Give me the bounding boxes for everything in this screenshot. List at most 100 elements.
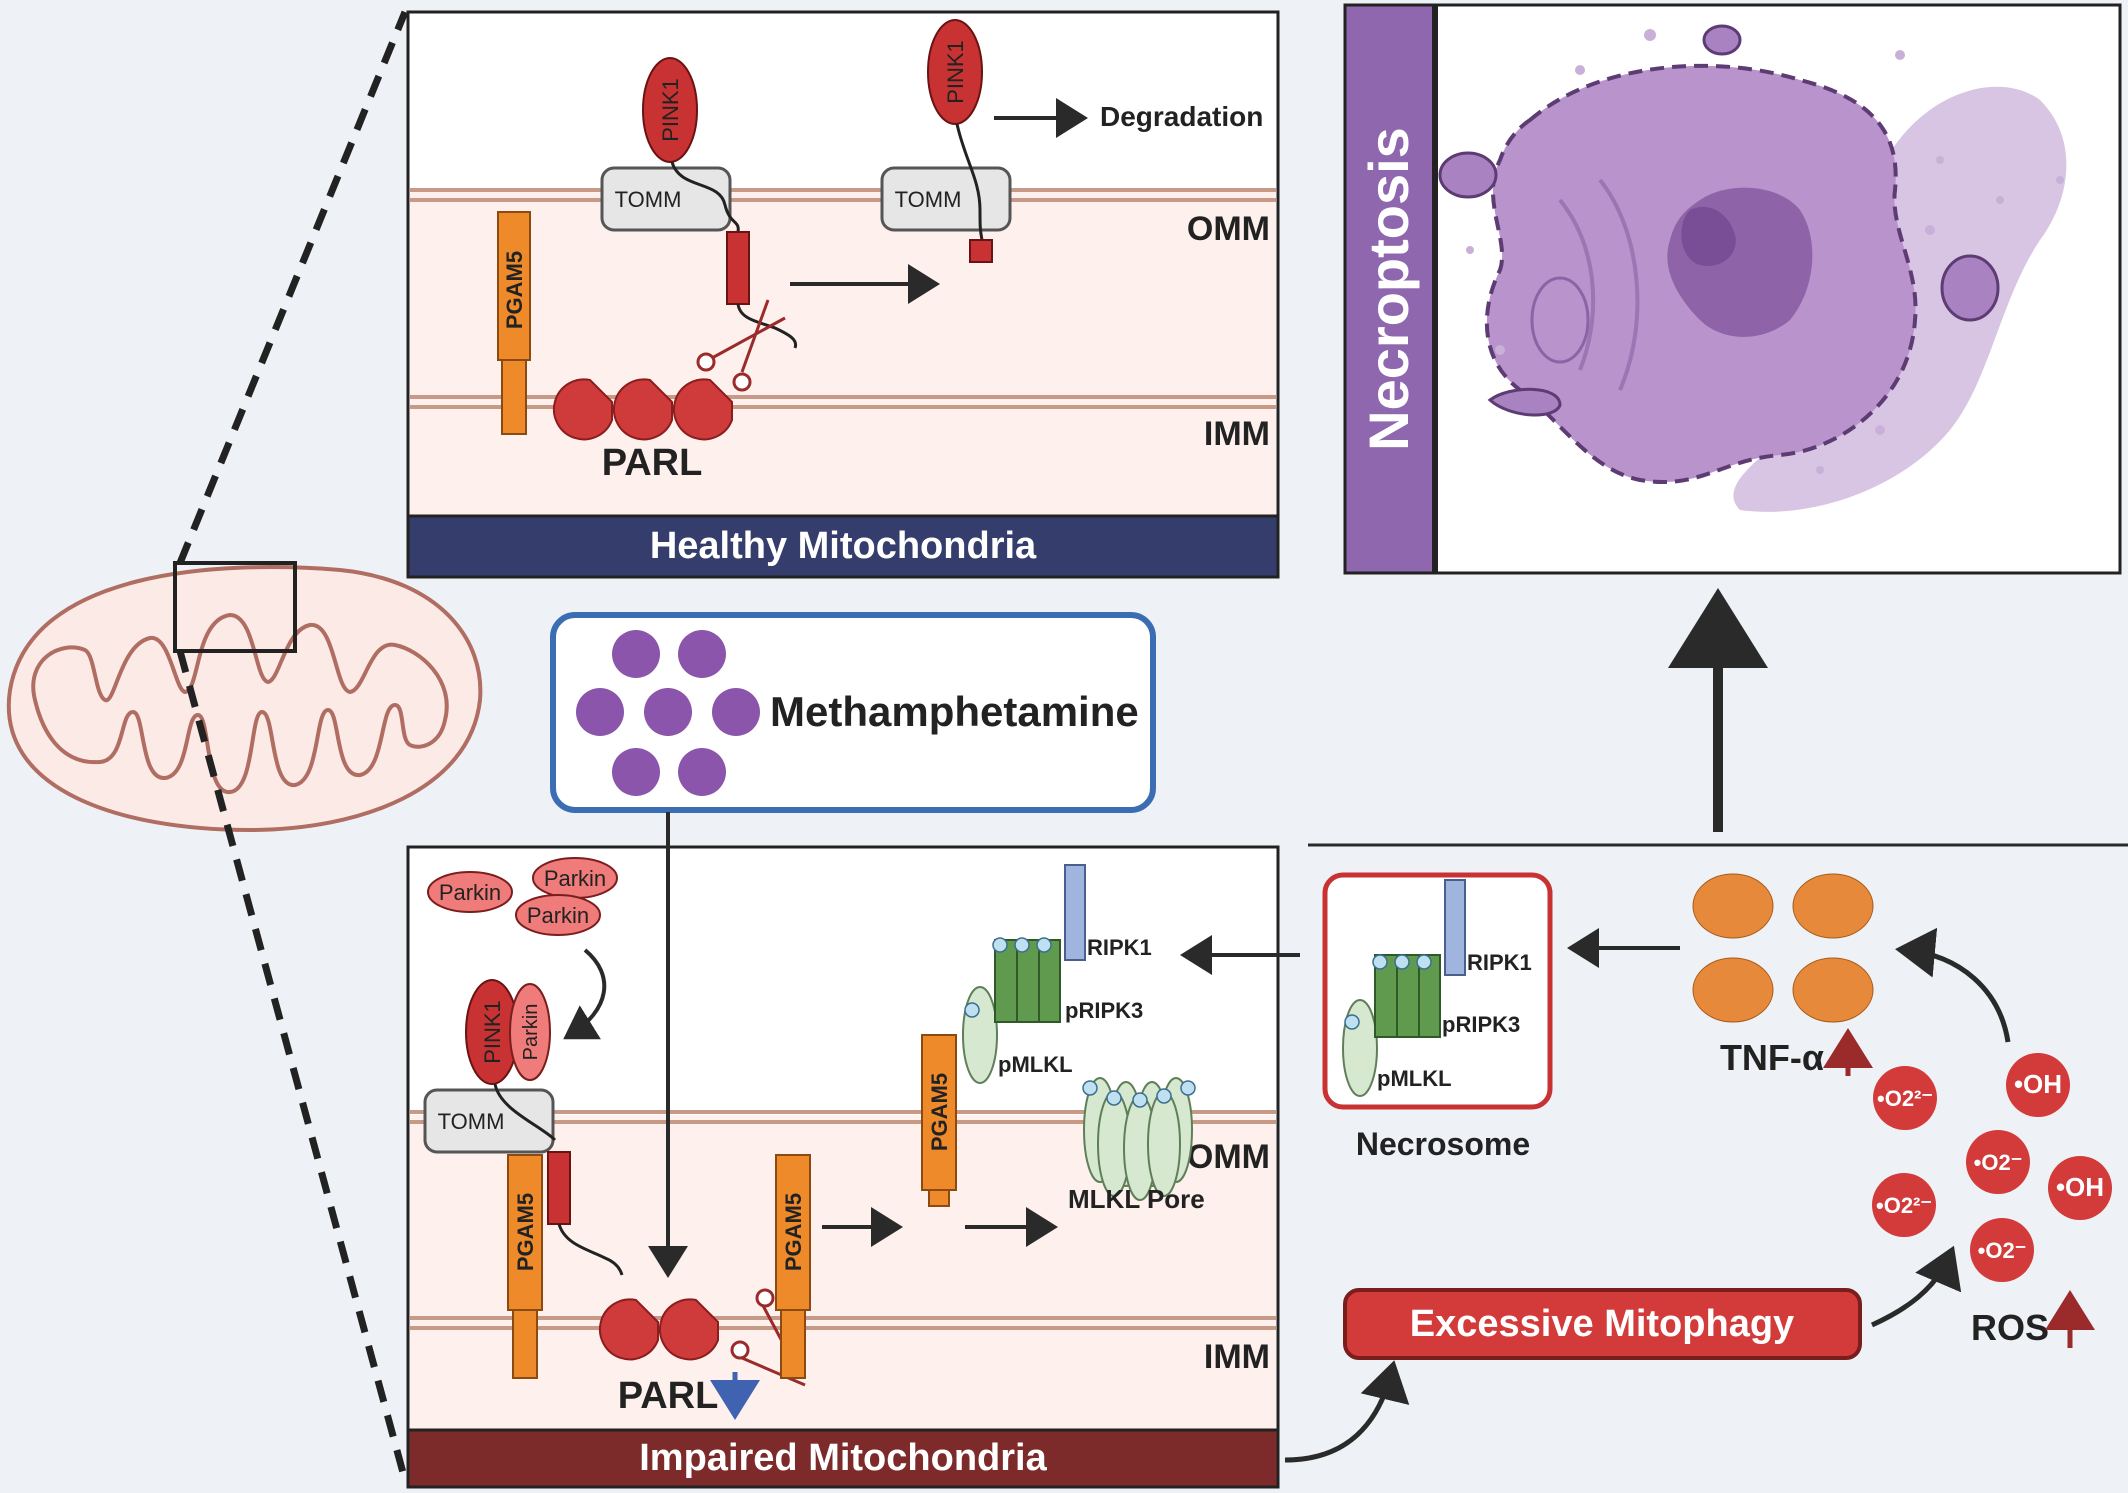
impaired-pripk3 [994,939,1061,1023]
impaired-ripk1-label: RIPK1 [1087,935,1152,960]
parkin-cluster: Parkin Parkin Parkin [427,857,618,936]
zoom-region-box [173,561,297,653]
impaired-parl-label: PARL [618,1375,719,1417]
bleb-2 [1940,254,2000,322]
healthy-intermembrane-space [410,192,1276,400]
ros-species-6 [1970,1218,2034,1282]
healthy-matrix [410,400,1276,515]
excessive-mitophagy-box: Excessive Mitophagy [1343,1288,1862,1360]
healthy-pgam5-label: PGAM5 [502,251,527,329]
healthy-pink1-left [642,57,698,163]
ros-to-tnf-arrow [1895,927,2011,1043]
healthy-title-bar [406,514,1280,579]
healthy-scissors-icon [696,299,786,392]
ros-cluster: •O2²⁻ •OH •O2⁻ •OH •O2²⁻ •O2⁻ [1872,1053,2112,1282]
impaired-pmlkl [962,986,998,1084]
necrotic-cell-illustration [1438,24,2067,512]
cell-organelles [1558,198,1596,371]
healthy-imm-label: IMM [1204,415,1270,453]
healthy-mitochondria-panel: OMM IMM PGAM5 PARL TOMM PINK1 [406,10,1280,579]
parkin-3 [515,894,601,936]
healthy-parl-label: PARL [602,442,703,484]
healthy-tomm-left-label: TOMM [615,187,682,212]
necroptosis-panel: Necroptosis [1343,3,2122,575]
tnf-cluster [1692,873,1874,1023]
impaired-title: Impaired Mitochondria [639,1437,1047,1479]
svg-text:Parkin: Parkin [544,866,606,891]
ros-species-3 [1966,1130,2030,1194]
tnf-label: TNF-α [1720,1037,1824,1078]
impaired-parkin-bound-label: Parkin [520,1004,542,1061]
healthy-omm-label: OMM [1187,210,1270,248]
ros-label: ROS [1971,1307,2049,1348]
healthy-pink1-fragment [969,239,993,263]
svg-text:•O2²⁻: •O2²⁻ [1876,1193,1932,1218]
healthy-tomm-right-label: TOMM [895,187,962,212]
ros-species-2 [2006,1053,2070,1117]
parkin-recruit-arrow [563,948,607,1040]
degradation-label: Degradation [1100,101,1263,132]
impaired-pink1-label: PINK1 [480,1000,505,1064]
impaired-ripk-complex: RIPK1 pRIPK3 pMLKL [962,864,1152,1084]
mitochondrion-outer-membrane [6,565,483,833]
zoom-line-top [176,10,409,565]
impaired-pgam5-left-label: PGAM5 [513,1193,538,1271]
tnf-molecule-1 [1692,873,1774,939]
necrosome-pripk3 [1374,954,1441,1038]
svg-text:•OH: •OH [2014,1069,2062,1099]
svg-text:•O2²⁻: •O2²⁻ [1877,1086,1933,1111]
necrosome-ripk1 [1444,879,1466,976]
necrosome-ripk1-label: RIPK1 [1467,950,1532,975]
impaired-pripk3-label: pRIPK3 [1065,998,1143,1023]
impaired-ripk1 [1064,864,1086,961]
svg-text:•O2⁻: •O2⁻ [1974,1150,2023,1175]
svg-text:Parkin: Parkin [439,880,501,905]
impaired-imm-label: IMM [1204,1338,1270,1376]
ros-species-1 [1873,1066,1937,1130]
bleb-1 [1438,151,1498,199]
mlkl-pore-label: MLKL Pore [1068,1184,1205,1214]
healthy-tomm-right [880,166,1012,232]
healthy-title: Healthy Mitochondria [650,525,1037,567]
impaired-pgam5-outer-label: PGAM5 [927,1073,952,1151]
methamphetamine-molecules [576,630,760,796]
healthy-pgam5 [497,211,531,361]
impaired-pgam5-middle-label: PGAM5 [781,1193,806,1271]
healthy-pink1-left-label: PINK1 [658,78,683,142]
impaired-pink1-transmembrane [547,1151,571,1225]
healthy-parl-enzymes [552,378,733,441]
necrosome-label: Necrosome [1356,1126,1530,1162]
necrosome-pmlkl-label: pMLKL [1377,1066,1452,1091]
bleb-3 [1487,387,1562,417]
impaired-omm-label: OMM [1187,1138,1270,1176]
impaired-parl-enzymes [598,1298,719,1361]
svg-text:•OH: •OH [2056,1172,2104,1202]
parkin-1 [427,871,513,913]
impaired-tomm [423,1088,555,1154]
healthy-pink1-right [927,19,983,125]
impaired-pgam5-middle [775,1154,811,1311]
tnf-molecule-3 [1692,957,1774,1023]
svg-text:•O2⁻: •O2⁻ [1978,1238,2027,1263]
mito-to-mitophagy-arrow [1284,1360,1410,1463]
healthy-pink1-transmembrane [726,231,750,305]
impaired-pgam5-left [507,1154,543,1311]
necrosome-pripk3-label: pRIPK3 [1442,1012,1520,1037]
impaired-mitochondria-panel: OMM IMM Parkin Parkin Parkin PINK1 Parki… [406,812,1280,1489]
healthy-pink1-right-label: PINK1 [943,40,968,104]
methamphetamine-box: Methamphetamine [550,612,1156,813]
mitophagy-to-ros-arrow [1870,1245,1962,1328]
ros-species-5 [1872,1173,1936,1237]
necroptosis-label: Necroptosis [1357,127,1420,451]
necrosome-box: RIPK1 pRIPK3 pMLKL [1322,872,1553,1110]
impaired-title-bar [406,1428,1280,1489]
impaired-parkin-bound [509,983,551,1081]
bleb-4 [1702,24,1742,56]
impaired-pmlkl-label: pMLKL [998,1052,1073,1077]
tnf-molecule-2 [1792,873,1874,939]
mitochondrion-cristae [31,612,449,794]
ros-species-4 [2048,1156,2112,1220]
mitochondrion-overview [6,10,483,1481]
methamphetamine-label: Methamphetamine [770,688,1139,735]
